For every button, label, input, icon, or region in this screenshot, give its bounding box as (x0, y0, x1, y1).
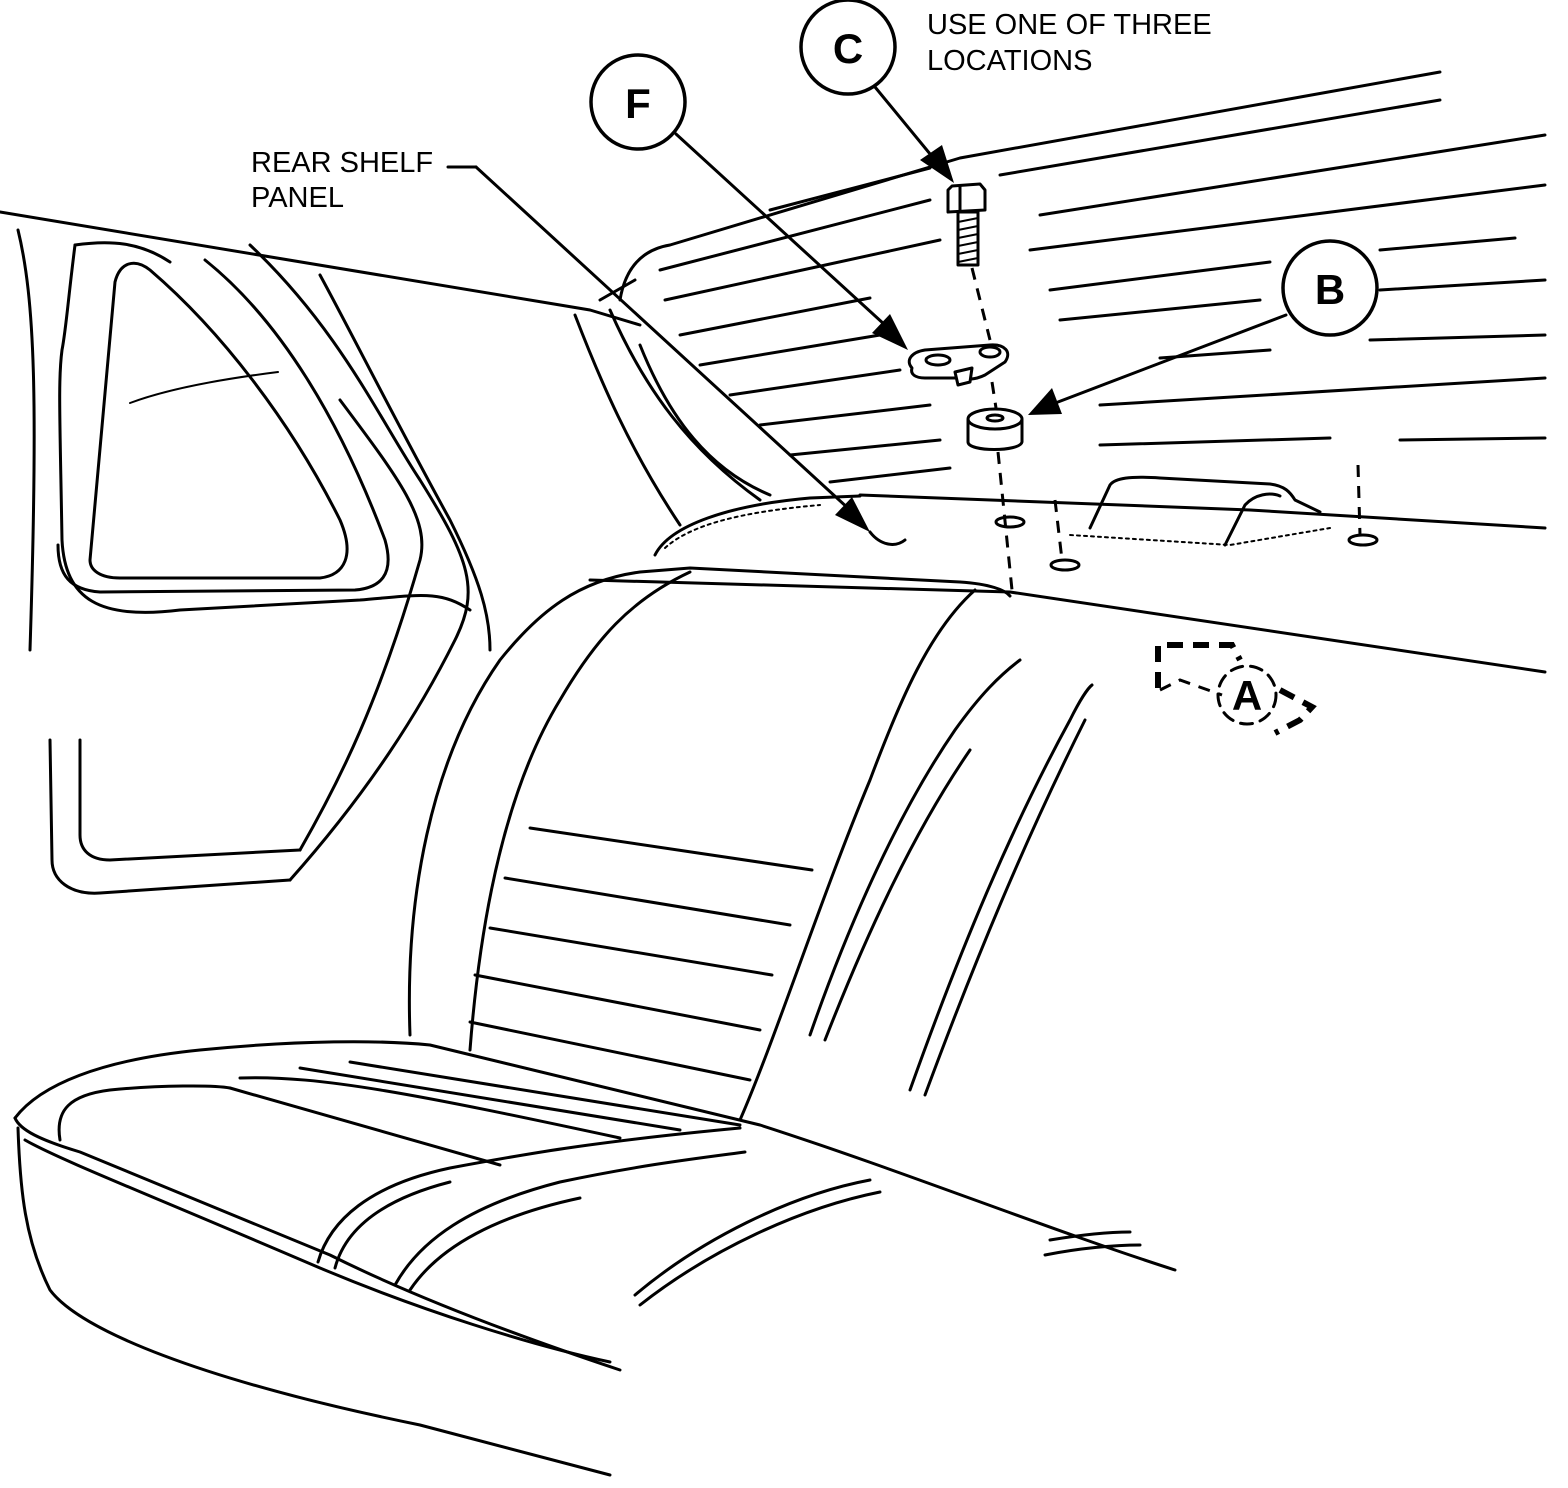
retainer-clip-part (907, 343, 1010, 387)
rear-shelf-panel-label-line-2: PANEL (251, 182, 344, 214)
callout-a-letter: A (1232, 672, 1262, 719)
rear-shelf-surface (0, 210, 1547, 674)
c-note-line-2: LOCATIONS (927, 45, 1092, 77)
bolt-alignment-line (970, 267, 992, 341)
callout-b-letter: B (1315, 266, 1345, 313)
callout-a: A (1155, 642, 1317, 736)
c-note-line-1: USE ONE OF THREE (927, 9, 1212, 41)
callout-f-letter: F (625, 80, 651, 127)
spacer-alignment-line (990, 381, 998, 409)
rear-shelf-panel-label-line-1: REAR SHELF (251, 147, 433, 179)
quarter-window-and-pillar (16, 228, 772, 895)
rear-window-glass (618, 70, 1547, 484)
callout-f: F (589, 53, 908, 350)
spacer-part (966, 407, 1024, 451)
rear-seat-cushion (13, 1040, 1177, 1477)
callout-b: B (1028, 239, 1379, 415)
hole-alignment-line (996, 451, 1014, 591)
rear-shelf-panel-leader (446, 165, 907, 546)
callout-c: C (799, 0, 954, 183)
rear-seat-back (407, 566, 1094, 1122)
bolt-part (946, 182, 987, 267)
callout-c-letter: C (833, 25, 863, 72)
